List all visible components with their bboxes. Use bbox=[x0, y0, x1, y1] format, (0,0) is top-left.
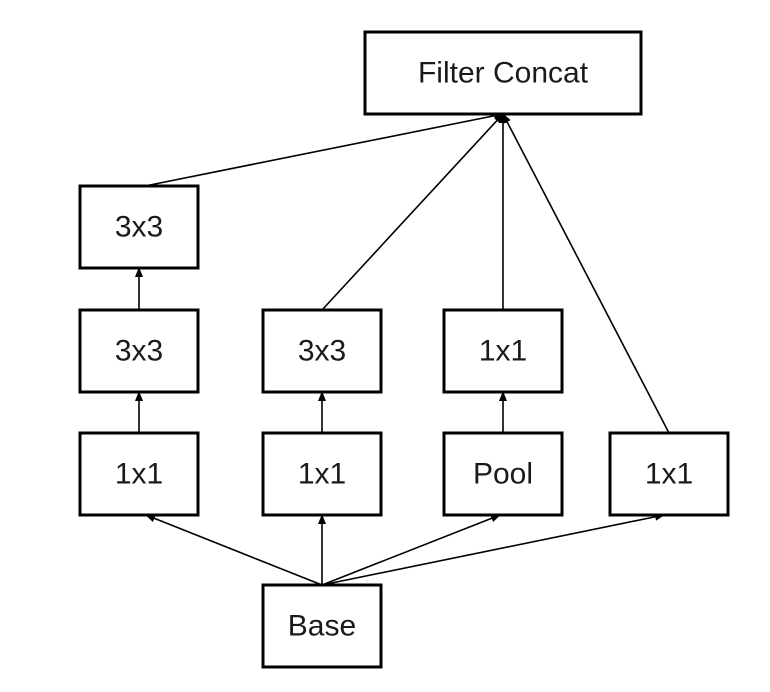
branch3-conv1x1-label: 1x1 bbox=[479, 335, 527, 368]
branch3-conv1x1-node: 1x1 bbox=[442, 308, 564, 394]
branch3-pool-node: Pool bbox=[442, 431, 564, 517]
base-node: Base bbox=[261, 583, 383, 669]
branch2-conv3x3-label: 3x3 bbox=[298, 335, 346, 368]
edges bbox=[135, 111, 670, 586]
edge-branch4-conv1x1-to-filter-concat bbox=[502, 113, 670, 434]
branch4-conv1x1-label: 1x1 bbox=[645, 458, 693, 491]
branch1-conv3x3-mid-node: 3x3 bbox=[78, 308, 200, 394]
branch2-conv1x1-label: 1x1 bbox=[298, 458, 346, 491]
branch1-conv3x3-mid-label: 3x3 bbox=[115, 335, 163, 368]
edge-base-to-branch3-pool bbox=[321, 514, 501, 586]
filter-concat-node: Filter Concat bbox=[363, 30, 643, 116]
edge-base-to-branch4-conv1x1 bbox=[321, 512, 665, 586]
branch1-conv1x1-node: 1x1 bbox=[78, 431, 200, 517]
branch4-conv1x1-node: 1x1 bbox=[608, 431, 730, 517]
base-label: Base bbox=[288, 610, 356, 643]
branch1-conv1x1-label: 1x1 bbox=[115, 458, 163, 491]
branch1-conv3x3-top-node: 3x3 bbox=[78, 184, 200, 270]
edge-branch2-conv3x3-to-filter-concat bbox=[321, 113, 504, 311]
branch2-conv1x1-node: 1x1 bbox=[261, 431, 383, 517]
branch3-pool-label: Pool bbox=[473, 458, 533, 491]
edge-branch1-conv3x3-top-to-filter-concat bbox=[144, 111, 504, 187]
branch2-conv3x3-node: 3x3 bbox=[261, 308, 383, 394]
edge-base-to-branch1-conv1x1 bbox=[145, 514, 323, 586]
filter-concat-label: Filter Concat bbox=[418, 57, 589, 90]
branch1-conv3x3-top-label: 3x3 bbox=[115, 211, 163, 244]
